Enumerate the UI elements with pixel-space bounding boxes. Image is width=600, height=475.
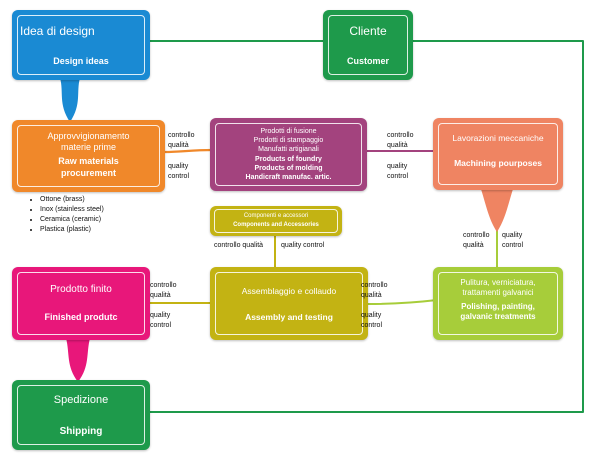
- node-outline: [328, 15, 408, 75]
- list-item: Inox (stainless steel): [40, 205, 104, 215]
- node-subtitle: Shipping: [59, 426, 103, 437]
- node-polishing: Pulitura, verniciatura, trattamenti galv…: [433, 267, 563, 340]
- label-quality: quality: [361, 312, 382, 319]
- label-qualita: qualità: [361, 292, 382, 299]
- node-title: Prodotto finito: [50, 284, 112, 295]
- node-outline: [214, 209, 338, 233]
- node-subtitle: Components and Accessories: [233, 222, 319, 228]
- node-outline: [17, 272, 145, 335]
- node-line1: Pulitura, verniciatura,: [460, 278, 536, 287]
- node-title-line1: Approvvigionamento: [47, 131, 130, 141]
- list-item: Ottone (brass): [40, 195, 104, 205]
- line-procurement-to-products: [163, 148, 214, 154]
- list-item: Plastica (plastic): [40, 225, 104, 235]
- node-outline: [215, 272, 363, 335]
- node-outline: [17, 385, 145, 445]
- node-title: Lavorazioni meccaniche: [452, 133, 544, 143]
- label-controllo: controllo: [387, 132, 414, 139]
- node-shipping: Spedizione Shipping: [12, 380, 150, 450]
- label-qualita: qualità: [463, 242, 484, 249]
- label-controllo-qualita: controllo qualità: [214, 242, 264, 249]
- label-controllo: controllo: [168, 132, 195, 139]
- node-outline: [438, 123, 558, 185]
- node-line2: Prodotti di stampaggio: [253, 137, 324, 144]
- node-subtitle: Customer: [346, 56, 389, 66]
- node-title: Assemblaggio e collaudo: [241, 286, 337, 296]
- node-line5: Products of molding: [254, 165, 323, 172]
- bubble-idea: [60, 78, 80, 122]
- label-control: control: [361, 322, 383, 329]
- node-title: Spedizione: [53, 394, 109, 406]
- node-line4: Products of foundry: [255, 156, 322, 163]
- materials-list: Ottone (brass) Inox (stainless steel) Ce…: [28, 195, 104, 236]
- bubble-machining: [480, 186, 514, 232]
- node-title: Componenti e accessori: [243, 213, 309, 219]
- node-subtitle: Assembly and testing: [245, 312, 333, 322]
- label-quality-control: quality control: [281, 242, 325, 249]
- node-title-line2: materie prime: [60, 142, 116, 152]
- node-subtitle: Machining pourposes: [454, 158, 542, 168]
- label-quality: quality: [168, 163, 189, 170]
- node-subtitle: Finished produtc: [44, 312, 118, 322]
- node-outline: [17, 15, 145, 75]
- node-title: Cliente: [349, 24, 387, 38]
- node-outline: [215, 123, 362, 186]
- node-components: Componenti e accessori Components and Ac…: [210, 206, 342, 236]
- node-products: Prodotti di fusione Prodotti di stampagg…: [210, 118, 367, 191]
- bubble-finished: [66, 338, 90, 382]
- loop-line-shipping-to-customer: [149, 40, 584, 413]
- node-line4: galvanic treatments: [460, 312, 536, 321]
- label-quality: quality: [502, 232, 523, 239]
- node-outline: [438, 272, 558, 335]
- node-outline: [17, 125, 160, 187]
- node-line1: Prodotti di fusione: [260, 128, 317, 135]
- label-control: control: [150, 322, 172, 329]
- node-title: Idea di design: [20, 24, 95, 38]
- label-quality: quality: [387, 163, 408, 170]
- node-line3: Manufatti artigianali: [258, 146, 319, 153]
- node-customer: Cliente Customer: [323, 10, 413, 80]
- label-controllo: controllo: [361, 282, 388, 289]
- label-controllo: controllo: [463, 232, 490, 239]
- node-finished-product: Prodotto finito Finished produtc: [12, 267, 150, 340]
- list-item: Ceramica (ceramic): [40, 215, 104, 225]
- node-subtitle-line2: procurement: [60, 168, 116, 178]
- label-control: control: [387, 173, 409, 180]
- node-design-ideas: Idea di design Design ideas: [12, 10, 150, 80]
- node-line2: trattamenti galvanici: [462, 288, 534, 297]
- node-line6: Handicraft manufac. artic.: [245, 174, 332, 181]
- label-quality: quality: [150, 312, 171, 319]
- node-line3: Polishing, painting,: [461, 302, 535, 311]
- label-control: control: [168, 173, 190, 180]
- node-machining: Lavorazioni meccaniche Machining pourpos…: [433, 118, 563, 190]
- label-controllo: controllo: [150, 282, 177, 289]
- line-polishing-to-assembly: [367, 299, 438, 305]
- node-assembly-testing: Assemblaggio e collaudo Assembly and tes…: [210, 267, 368, 340]
- label-qualita: qualità: [168, 142, 189, 149]
- label-control: control: [502, 242, 524, 249]
- node-subtitle: Design ideas: [53, 56, 109, 66]
- node-subtitle-line1: Raw materials: [58, 156, 119, 166]
- node-raw-materials-procurement: Approvvigionamento materie prime Raw mat…: [12, 120, 165, 192]
- label-qualita: qualità: [150, 292, 171, 299]
- label-qualita: qualità: [387, 142, 408, 149]
